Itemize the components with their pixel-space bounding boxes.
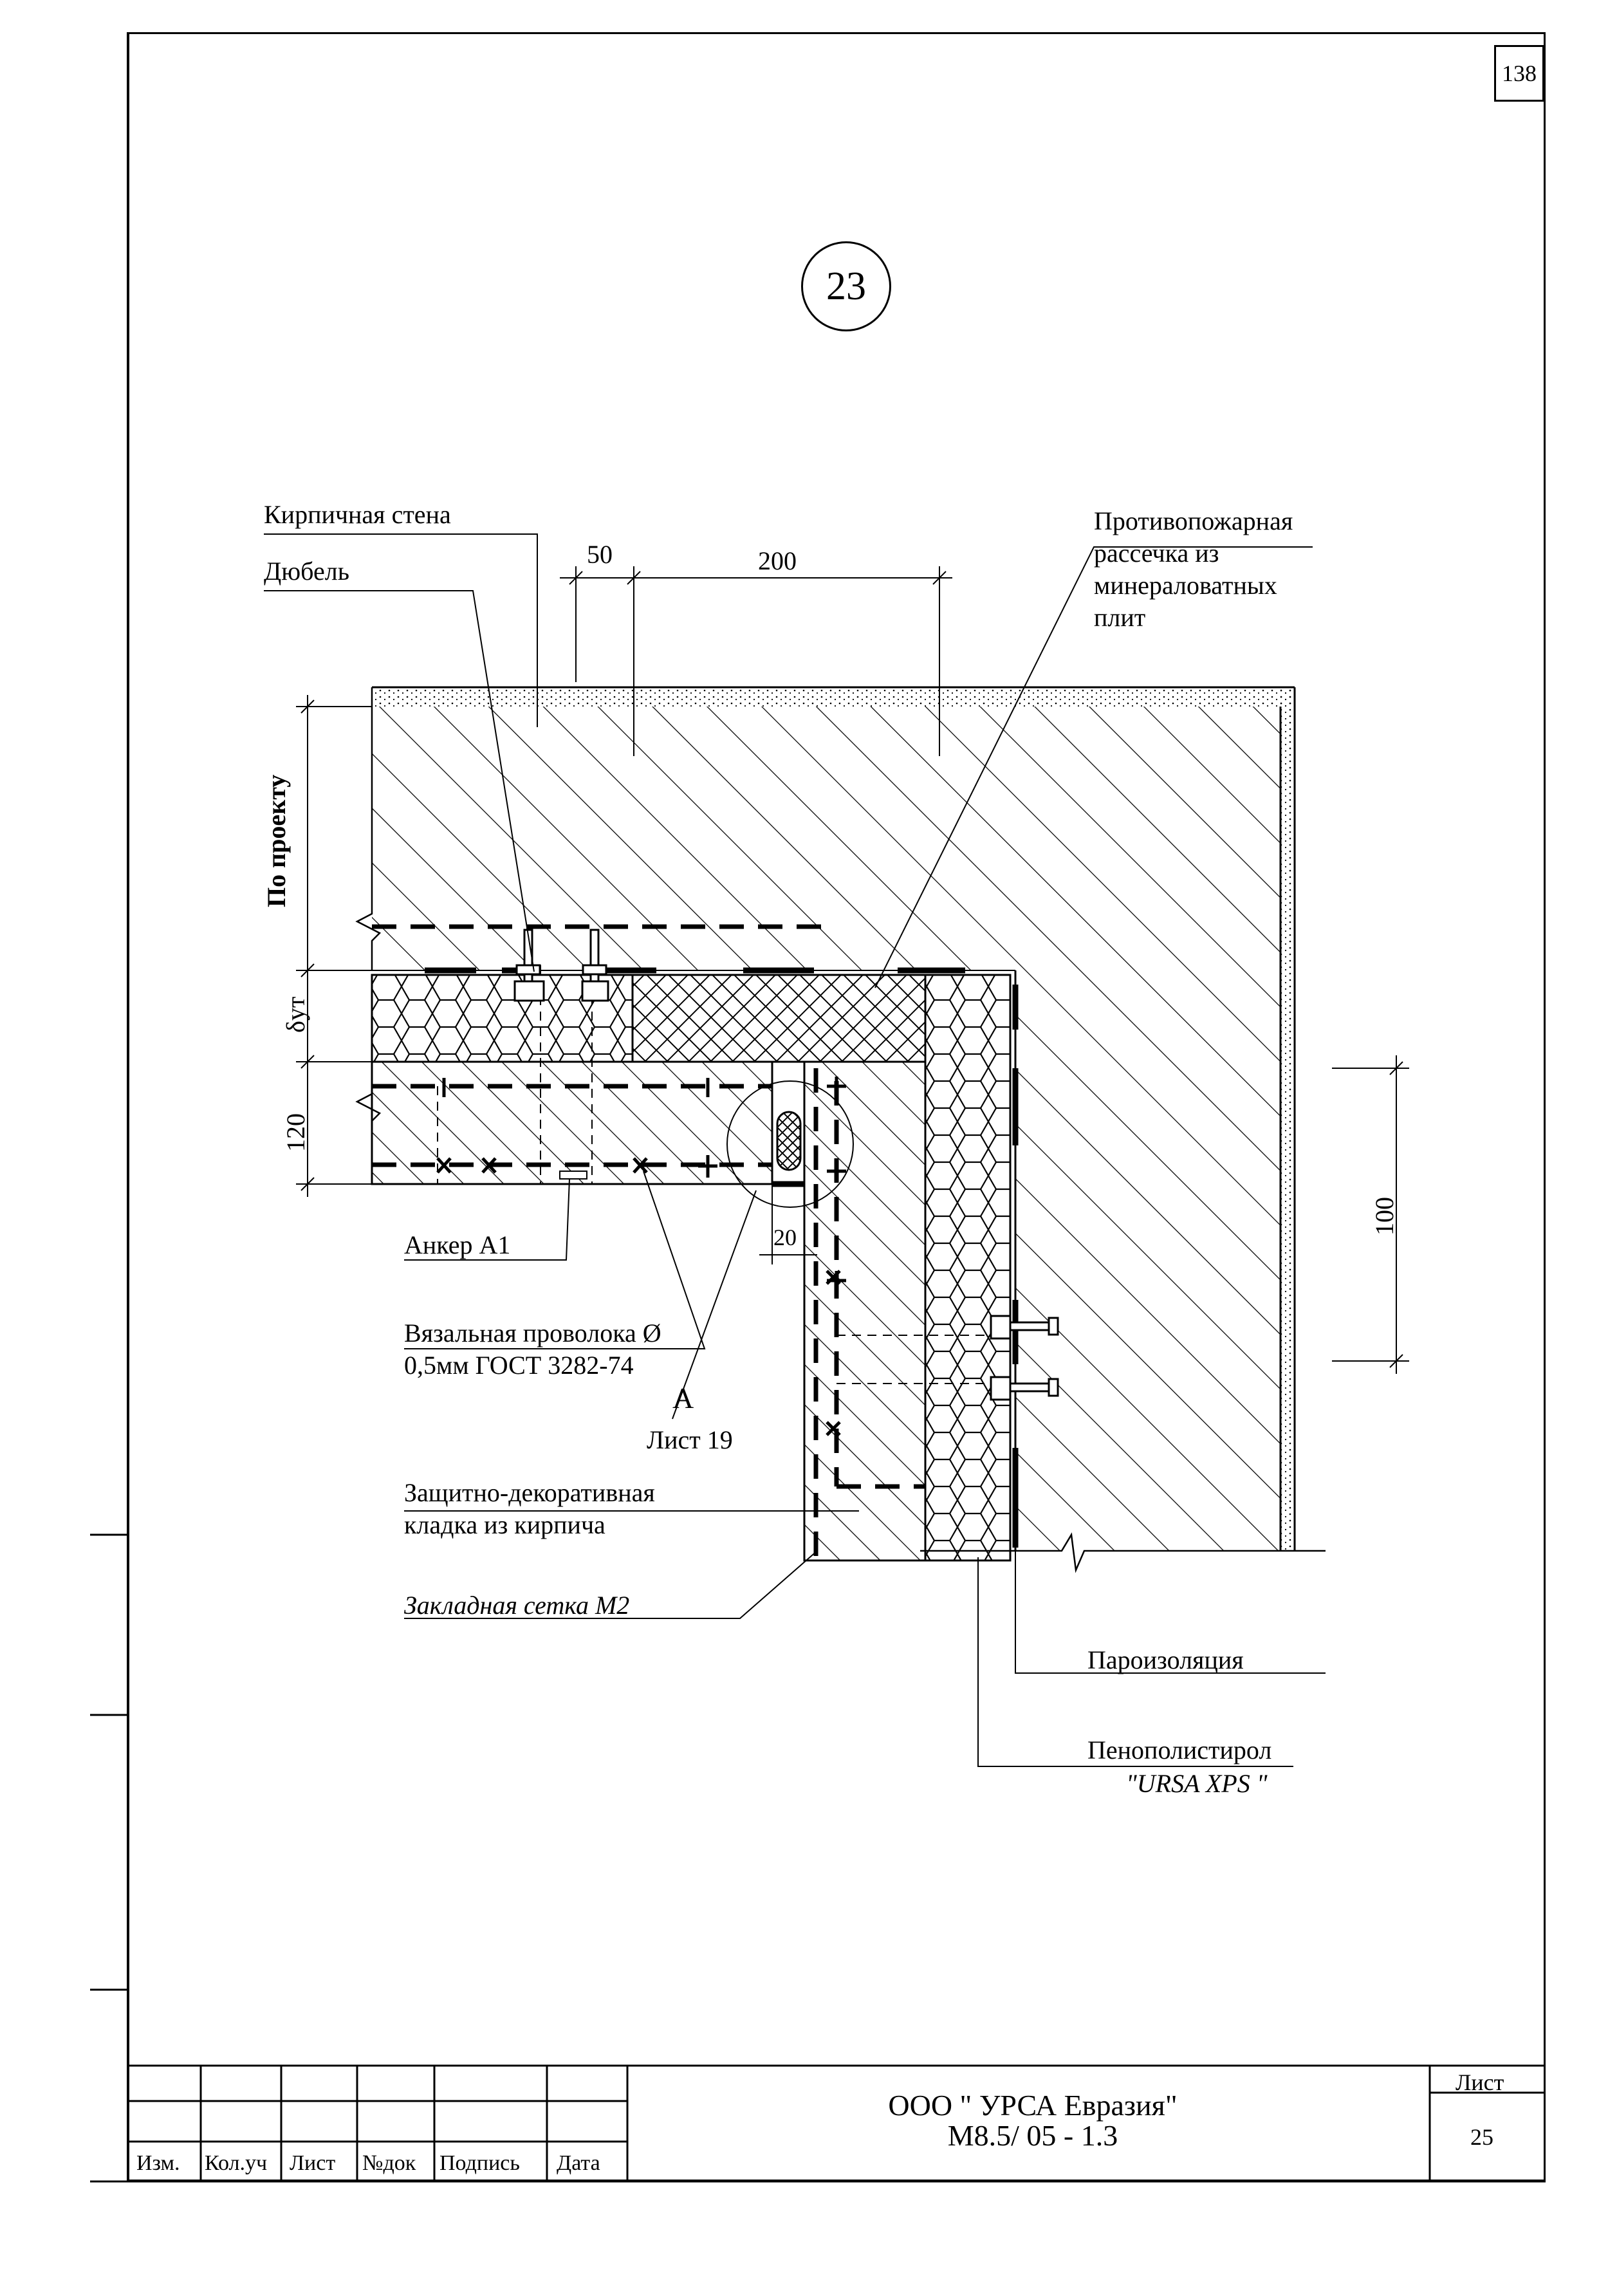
tb-col-list: Лист xyxy=(290,2151,336,2175)
label-eps-brand: "URSA XPS " xyxy=(1126,1769,1268,1798)
dim-200: 200 xyxy=(758,546,797,575)
tb-sheet-number: 25 xyxy=(1470,2124,1493,2150)
tb-company: ООО " УРСА Евразия" xyxy=(888,2089,1178,2122)
label-eps: Пенополистирол xyxy=(1087,1736,1272,1764)
label-wire-2: 0,5мм ГОСТ 3282-74 xyxy=(404,1351,634,1380)
tb-col-ndok: №док xyxy=(362,2151,416,2175)
section-ref: Лист 19 xyxy=(647,1425,733,1454)
label-fire-break-1: Противопожарная xyxy=(1094,506,1293,535)
dim-120: 120 xyxy=(281,1113,310,1152)
label-dowel: Дюбель xyxy=(264,557,349,586)
label-fire-break-3: минераловатных xyxy=(1094,571,1277,600)
label-anchor: Анкер А1 xyxy=(404,1230,511,1259)
label-masonry-1: Защитно-декоративная xyxy=(404,1478,655,1507)
tb-col-koluch: Кол.уч xyxy=(205,2151,268,2175)
dim-100: 100 xyxy=(1370,1197,1399,1236)
label-fire-break-4: плит xyxy=(1094,603,1146,632)
tb-code: М8.5/ 05 - 1.3 xyxy=(947,2119,1118,2152)
label-brick-wall: Кирпичная стена xyxy=(264,500,451,529)
label-wire-1: Вязальная проволока Ø xyxy=(404,1319,661,1347)
label-fire-break-2: рассечка из xyxy=(1094,539,1219,568)
dim-delta: δут xyxy=(281,996,310,1033)
tb-col-podpis: Подпись xyxy=(439,2151,520,2175)
dim-20: 20 xyxy=(773,1225,797,1250)
label-vapor-barrier: Пароизоляция xyxy=(1087,1645,1244,1674)
section-mark: А xyxy=(672,1382,694,1414)
label-masonry-2: кладка из кирпича xyxy=(404,1510,605,1539)
tb-sheet-label: Лист xyxy=(1456,2069,1504,2095)
detail-number-circle: 23 xyxy=(801,241,891,331)
tb-col-data: Дата xyxy=(557,2151,600,2175)
dim-by-project: По проекту xyxy=(262,774,291,907)
page-number: 138 xyxy=(1494,45,1544,102)
tb-col-izm: Изм. xyxy=(136,2151,180,2175)
label-mesh: Закладная сетка М2 xyxy=(404,1591,630,1620)
dim-50: 50 xyxy=(587,540,613,569)
